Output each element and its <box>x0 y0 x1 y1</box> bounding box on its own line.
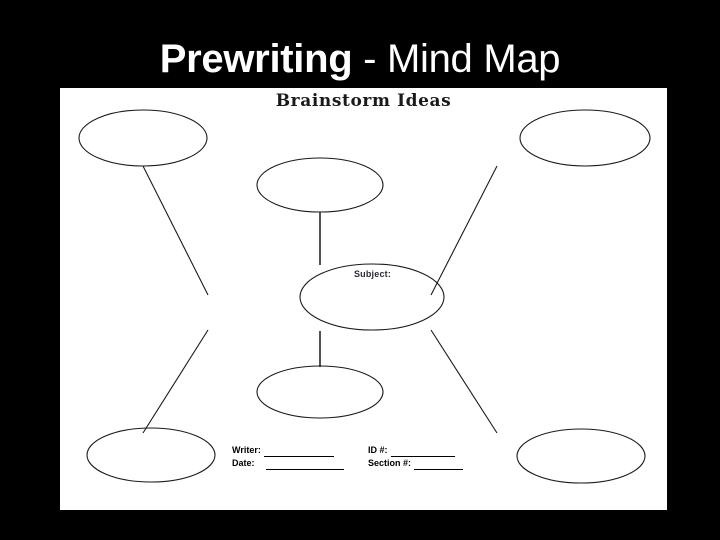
branch-node-bottom-right[interactable] <box>516 428 646 484</box>
connector-center-to-top-right <box>430 165 498 296</box>
connector-center-to-top-left <box>142 165 209 296</box>
branch-node-top-right[interactable] <box>519 109 651 167</box>
mind-map-diagram <box>78 109 651 484</box>
page-title-bold: Prewriting <box>159 37 353 81</box>
page-title-normal: - Mind Map <box>352 37 561 81</box>
writer-field[interactable]: Writer: <box>232 444 368 457</box>
connector-center-to-bottom-right <box>430 329 498 434</box>
branch-node-top-left[interactable] <box>78 109 208 167</box>
branch-node-top-center[interactable] <box>256 157 384 213</box>
section-field[interactable]: Section #: <box>368 457 467 470</box>
id-field[interactable]: ID #: <box>368 444 459 457</box>
date-label: Date: <box>232 458 255 468</box>
writer-input-rule[interactable] <box>263 448 334 457</box>
form-footer: Writer: ID #: Date: Section #: <box>232 444 492 470</box>
branch-node-bottom-center[interactable] <box>256 365 384 419</box>
writer-label: Writer: <box>232 445 261 455</box>
subject-label: Subject: <box>353 269 392 279</box>
section-label: Section #: <box>368 458 412 468</box>
id-input-rule[interactable] <box>390 448 455 457</box>
id-label: ID #: <box>368 445 388 455</box>
branch-node-bottom-left[interactable] <box>86 427 216 483</box>
section-input-rule[interactable] <box>414 461 464 470</box>
form-row-writer-id: Writer: ID #: <box>232 444 492 457</box>
form-row-date-section: Date: Section #: <box>232 457 492 470</box>
date-input-rule[interactable] <box>265 461 344 470</box>
page-title: Prewriting - Mind Map <box>0 36 720 82</box>
worksheet-heading: Brainstorm Ideas <box>275 91 452 111</box>
date-field[interactable]: Date: <box>232 457 368 470</box>
connector-center-to-bottom-left <box>142 329 209 434</box>
center-node-subject[interactable] <box>299 263 445 331</box>
worksheet-panel: Brainstorm Ideas Subject: Writer: ID #: … <box>60 88 667 510</box>
